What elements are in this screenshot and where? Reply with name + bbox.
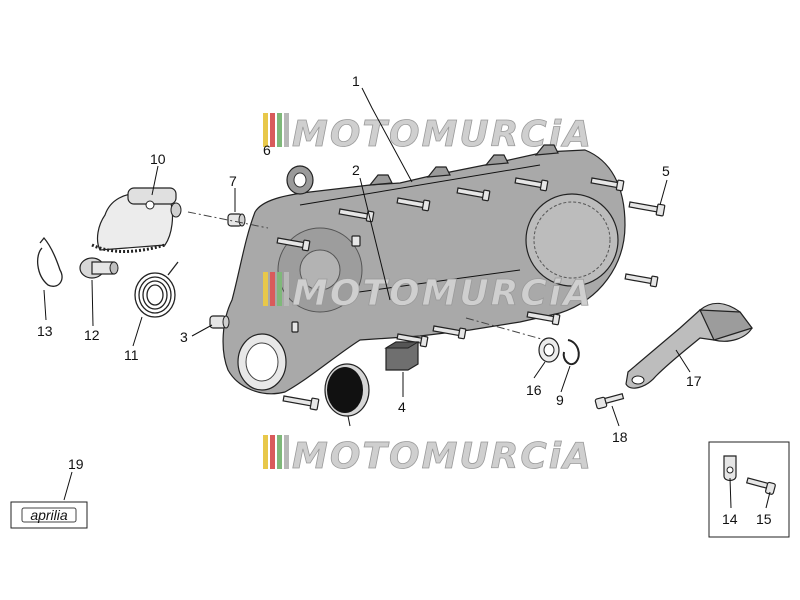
callout-4: 4: [398, 399, 406, 415]
inspection-cap: [324, 363, 370, 417]
callout-7: 7: [229, 173, 237, 189]
callout-14: 14: [722, 511, 738, 527]
bracket-clip: [723, 455, 737, 482]
assembly-axes: [187, 211, 546, 341]
svg-text:MOTOMURCiA: MOTOMURCiA: [292, 436, 593, 477]
watermark-bottom: MOTOMURCiA: [263, 435, 593, 477]
leader-lines: [43, 87, 771, 509]
callout-19: 19: [68, 456, 84, 472]
callout-12: 12: [84, 327, 100, 343]
callout-numbers: 1 2 3 4 5 6 7 9 10 11 12 13 14 15 16 17 …: [37, 73, 772, 527]
callout-17: 17: [686, 373, 702, 389]
inset-bolt: [745, 477, 776, 495]
oil-seal: [286, 165, 314, 195]
aprilia-badge: aprilia: [10, 501, 88, 529]
kickstart-pedal: [625, 302, 753, 389]
rubber-block: [384, 341, 420, 371]
callout-15: 15: [756, 511, 772, 527]
circlip: [562, 339, 580, 366]
callout-3: 3: [180, 329, 188, 345]
callout-13: 13: [37, 323, 53, 339]
watermark-middle: MOTOMURCiA: [263, 272, 593, 314]
callout-1: 1: [352, 73, 360, 89]
transmission-cover: [222, 144, 626, 395]
callout-5: 5: [662, 163, 670, 179]
kickstart-spring: [134, 261, 179, 318]
inset-box: [708, 441, 790, 538]
circlip-wire: [37, 236, 63, 287]
callout-11: 11: [124, 347, 139, 363]
callout-16: 16: [526, 382, 542, 398]
callout-6: 6: [263, 142, 271, 158]
pedal-screw: [594, 393, 625, 410]
callout-10: 10: [150, 151, 166, 167]
callout-18: 18: [612, 429, 628, 445]
svg-text:MOTOMURCiA: MOTOMURCiA: [292, 273, 593, 314]
kickstart-sector-gear: [91, 187, 182, 253]
dowel-bush-bottom: [209, 315, 230, 329]
kickstart-bushing: [79, 257, 119, 279]
washer: [538, 337, 560, 363]
callout-9: 9: [556, 392, 564, 408]
badge-label: aprilia: [30, 507, 68, 523]
dowel-bush-top: [227, 213, 246, 227]
callout-2: 2: [352, 162, 360, 178]
